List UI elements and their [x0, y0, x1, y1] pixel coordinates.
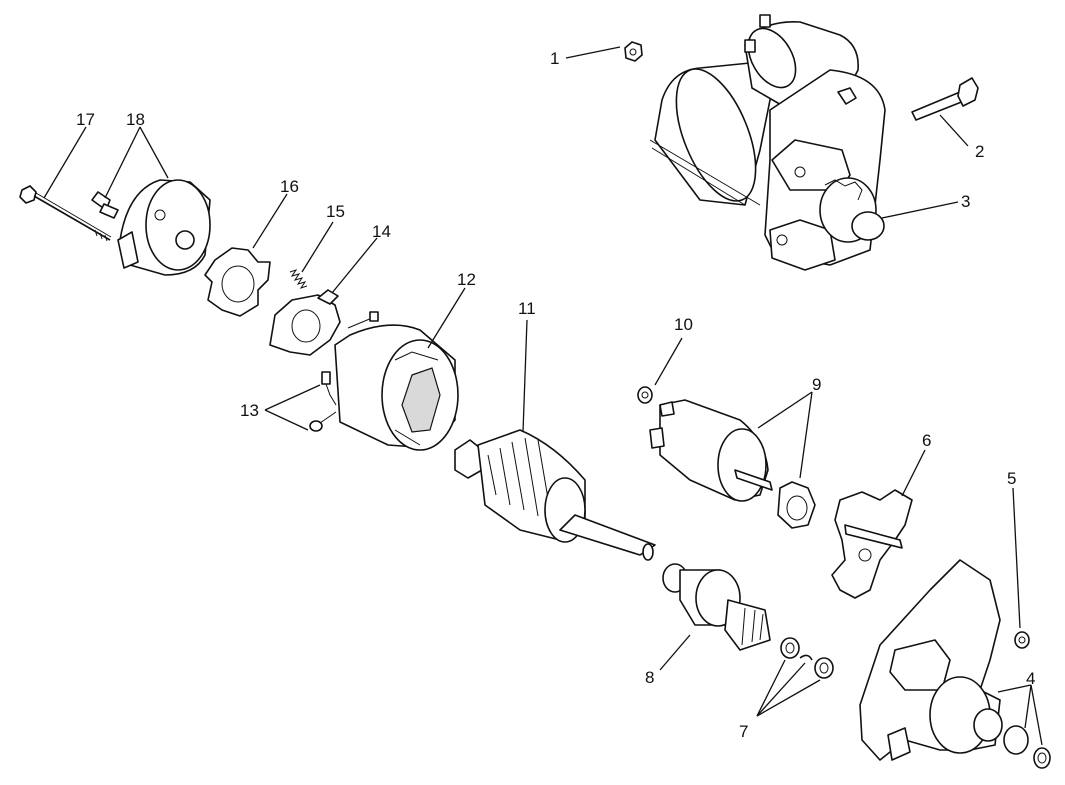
armature-part-11 — [454, 429, 656, 561]
callout-3: 3 — [961, 192, 970, 211]
callout-12: 12 — [457, 270, 476, 289]
callout-18: 18 — [126, 110, 145, 129]
brush-plate-part-16 — [204, 247, 271, 317]
callout-10: 10 — [674, 315, 693, 334]
solenoid-part-9 — [649, 399, 816, 529]
leader-lines — [43, 46, 1043, 746]
callout-8: 8 — [645, 668, 654, 687]
nut-part-1 — [624, 41, 643, 62]
callout-7: 7 — [739, 722, 748, 741]
callout-1: 1 — [550, 49, 559, 68]
starter-motor-assembly — [649, 14, 886, 271]
nut-part-10 — [637, 386, 653, 404]
callout-4: 4 — [1026, 669, 1035, 688]
callout-labels: 1 2 3 4 5 6 7 8 9 10 11 12 13 14 15 16 1… — [76, 49, 1035, 741]
brush-holder-part-14 — [269, 289, 341, 356]
callout-17: 17 — [76, 110, 95, 129]
drive-housing-part-4 — [859, 559, 1051, 769]
field-frame-part-12 — [334, 311, 459, 451]
callout-9: 9 — [812, 375, 821, 394]
callout-6: 6 — [922, 431, 931, 450]
nut-part-5 — [1014, 631, 1030, 649]
callout-2: 2 — [975, 142, 984, 161]
washers-part-7 — [780, 637, 834, 679]
end-cover-part-18 — [91, 179, 211, 276]
drive-pinion-part-8 — [662, 563, 771, 651]
callout-16: 16 — [280, 177, 299, 196]
callout-11: 11 — [518, 299, 536, 318]
callout-13: 13 — [240, 401, 259, 420]
through-bolt-part-17 — [19, 185, 112, 242]
leads-part-13 — [309, 371, 337, 432]
spring-part-15 — [289, 269, 308, 289]
shift-lever-part-6 — [831, 489, 913, 599]
callout-5: 5 — [1007, 469, 1016, 488]
bolt-part-2 — [911, 77, 979, 121]
callout-15: 15 — [326, 202, 345, 221]
callout-14: 14 — [372, 222, 391, 241]
